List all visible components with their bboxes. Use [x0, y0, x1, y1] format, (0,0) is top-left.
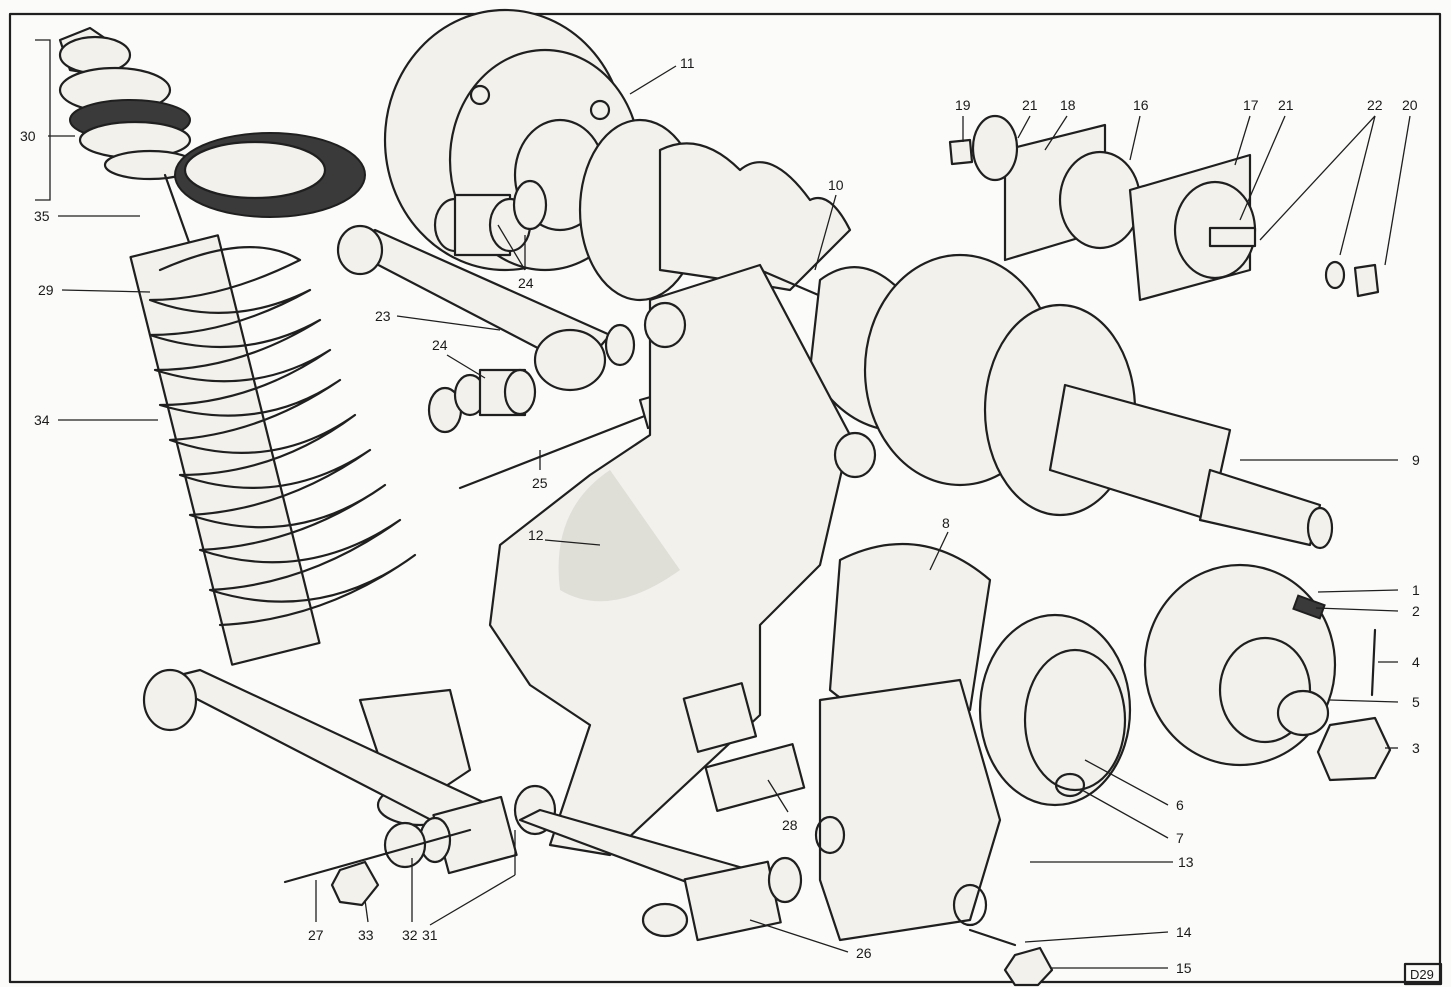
upper-link — [336, 224, 636, 392]
callout-18: 18 — [1060, 97, 1076, 113]
callout-27: 27 — [308, 927, 324, 943]
callout-20: 20 — [1402, 97, 1418, 113]
rubber-mounting-set — [948, 114, 1380, 302]
upper-bushes — [433, 179, 548, 257]
leader-lines — [35, 39, 1411, 969]
callout-12: 12 — [528, 527, 544, 543]
callout-19: 19 — [955, 97, 971, 113]
callout-33: 33 — [358, 927, 374, 943]
callout-4: 4 — [1412, 654, 1420, 670]
callout-26: 26 — [856, 945, 872, 961]
callout-34: 34 — [34, 412, 50, 428]
callout-28: 28 — [782, 817, 798, 833]
callout-16: 16 — [1133, 97, 1149, 113]
through-bolt — [458, 408, 662, 490]
callout-31: 31 — [422, 927, 438, 943]
hub-nut-set — [1276, 628, 1392, 782]
lower-bushes — [427, 368, 537, 434]
callout-2: 2 — [1412, 603, 1420, 619]
callout-17: 17 — [1243, 97, 1259, 113]
callout-7: 7 — [1176, 830, 1184, 846]
callout-32: 32 — [402, 927, 418, 943]
callout-labels: 1 2 3 4 5 6 7 8 9 10 11 12 13 14 15 16 1… — [20, 55, 1420, 976]
callout-10: 10 — [828, 177, 844, 193]
top-mount-assembly — [58, 26, 197, 247]
callout-3: 3 — [1412, 740, 1420, 756]
figure-ref-code: D29 — [1410, 967, 1434, 982]
callout-5: 5 — [1412, 694, 1420, 710]
callout-13: 13 — [1178, 854, 1194, 870]
circlip — [1054, 772, 1086, 798]
hub-carrier-arm — [488, 263, 877, 857]
callout-23: 23 — [375, 308, 391, 324]
hub-flange-stub-axle — [863, 253, 1334, 550]
lower-bolt-set — [283, 795, 518, 907]
parts-drawing — [58, 8, 1392, 987]
callout-15: 15 — [1176, 960, 1192, 976]
callout-21-left: 21 — [1022, 97, 1038, 113]
bearing-housing — [814, 542, 1132, 942]
callout-14: 14 — [1176, 924, 1192, 940]
callout-11: 11 — [680, 55, 695, 71]
callout-24-upper: 24 — [518, 275, 534, 291]
lower-wishbone — [142, 668, 803, 942]
callout-29: 29 — [38, 282, 54, 298]
spring-seat-ring — [174, 132, 366, 218]
figure-frame — [8, 12, 1442, 984]
callout-25: 25 — [532, 475, 548, 491]
stud-and-nut — [968, 928, 1054, 987]
callout-35: 35 — [34, 208, 50, 224]
callout-21-right: 21 — [1278, 97, 1294, 113]
callout-22: 22 — [1367, 97, 1383, 113]
callout-6: 6 — [1176, 797, 1184, 813]
spacer-tubes — [682, 682, 806, 812]
callout-30: 30 — [20, 128, 36, 144]
figure-ref-box: D29 — [1403, 962, 1443, 986]
callout-24-lower: 24 — [432, 337, 448, 353]
callout-9: 9 — [1412, 452, 1420, 468]
callout-8: 8 — [942, 515, 950, 531]
callout-1: 1 — [1412, 582, 1420, 598]
